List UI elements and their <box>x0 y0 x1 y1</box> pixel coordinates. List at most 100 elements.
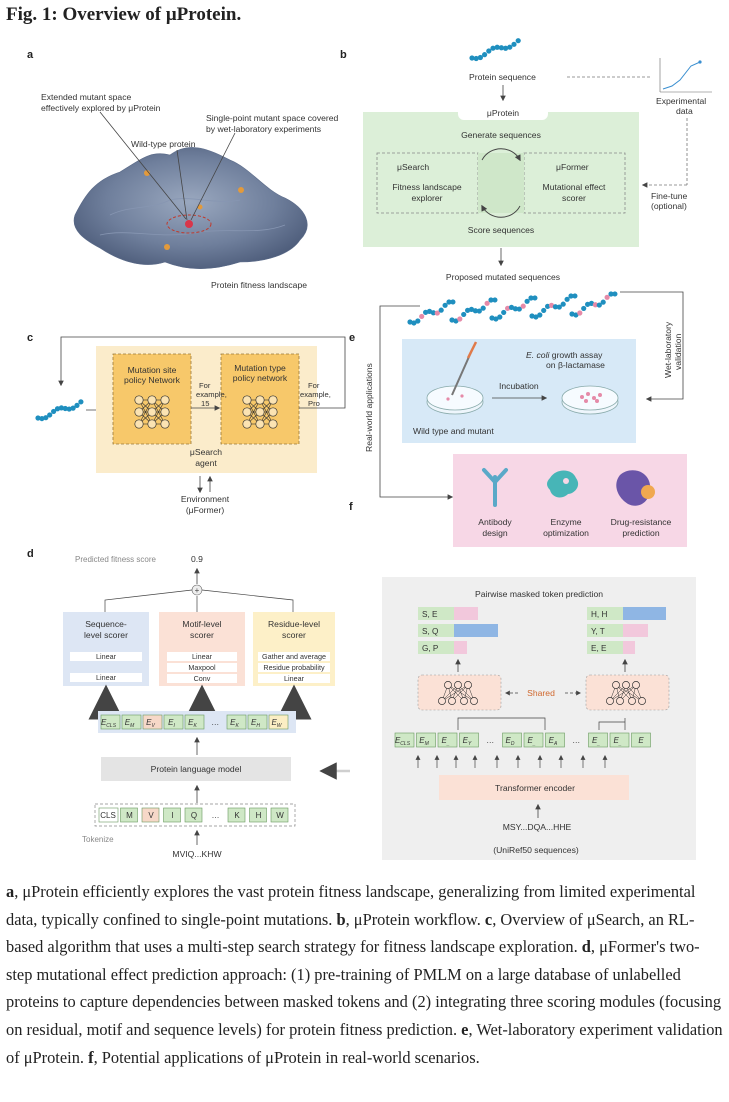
residue-bead <box>490 45 496 51</box>
label-env-line2: (μFormer) <box>186 505 225 515</box>
panel-d-left: Predicted fitness score 0.9 + Sequence- … <box>63 554 350 859</box>
scorer-op-label: Gather and average <box>262 652 326 661</box>
applications-box <box>453 454 687 547</box>
panel-d-right: Pairwise masked token prediction S, ES, … <box>382 577 696 860</box>
residue-bead <box>515 38 521 44</box>
residue-bead <box>577 310 583 316</box>
residue-bead <box>489 315 495 321</box>
label-uformer-line1: Mutational effect <box>543 182 607 192</box>
token-label: E_ <box>613 736 621 747</box>
label-usearch: μSearch <box>397 162 429 172</box>
pair-label: G, P <box>422 644 439 653</box>
residue-bead <box>507 44 513 50</box>
residue-bead <box>469 55 475 61</box>
residue-bead <box>468 306 475 312</box>
label-tokenize: Tokenize <box>82 835 114 844</box>
prediction-head-right <box>585 674 670 711</box>
residue-bead <box>492 297 498 303</box>
panel-label-a: a <box>27 49 34 61</box>
residue-bead <box>484 300 490 306</box>
label-shared: Shared <box>527 688 555 698</box>
residue-bead <box>588 300 595 306</box>
scorer-op-label: Linear <box>192 652 213 661</box>
residue-bead <box>608 291 614 297</box>
residue-bead <box>600 299 606 305</box>
token-label: H <box>256 811 262 820</box>
label-enzyme-line2: optimization <box>543 528 589 538</box>
neural-network-icon <box>242 395 278 429</box>
residue-bead <box>47 412 53 418</box>
token-label: ECLS <box>395 736 411 747</box>
residue-bead <box>450 299 456 305</box>
experimental-data-chart <box>659 58 712 93</box>
residue-bead <box>581 305 587 312</box>
residue-bead <box>419 313 425 320</box>
residue-bead <box>592 302 599 308</box>
token-label: EM <box>125 718 135 729</box>
pair-predictions-left: S, ES, QG, P <box>418 607 498 654</box>
label-experimental-line1: Experimental <box>656 96 706 106</box>
label-single-line2: by wet-laboratory experiments <box>206 124 321 134</box>
protein-chain <box>469 38 521 62</box>
label-wild-mutant: Wild type and mutant <box>413 426 494 436</box>
residue-bead <box>604 294 610 300</box>
caption-text-a: , μProtein efficiently explores the vast… <box>6 882 696 929</box>
residue-bead <box>453 318 459 324</box>
usearch-box <box>376 152 479 214</box>
drug-icon <box>616 470 655 506</box>
residue-bead <box>78 399 84 405</box>
enzyme-icon <box>547 470 579 498</box>
residue-bead <box>596 302 602 308</box>
label-finetune-line1: Fine-tune <box>651 191 688 201</box>
figure-diagram: a b c e f d Extended mutant space effect… <box>27 38 712 860</box>
residue-bead <box>533 314 539 320</box>
token-label: EK <box>188 718 197 729</box>
label-msy: MSY...DQA...HHE <box>503 822 572 832</box>
residue-bead <box>503 45 509 51</box>
label-finetune-line2: (optional) <box>651 201 687 211</box>
label-experimental-line2: data <box>676 106 693 116</box>
label-seq-line2: level scorer <box>84 630 128 640</box>
residue-bead <box>457 316 463 322</box>
residue-bead <box>58 405 64 411</box>
panel-c: Mutation site policy Network Mutation ty… <box>35 336 346 515</box>
label-predicted: Predicted fitness score <box>75 555 156 564</box>
residue-bead <box>486 48 492 54</box>
residue-bead <box>434 310 440 316</box>
label-uniref: (UniRef50 sequences) <box>493 845 579 855</box>
scorer-op-label: Linear <box>96 652 117 661</box>
label-usearch-line2: explorer <box>411 193 442 203</box>
residue-bead <box>560 301 566 307</box>
residue-bead <box>612 291 618 297</box>
residue-bead <box>529 313 535 319</box>
residue-bead <box>548 302 555 308</box>
residue-bead <box>430 310 436 316</box>
residue-bead <box>537 312 543 318</box>
petri-dish <box>426 341 484 415</box>
token-label: EY <box>463 736 472 747</box>
residue-bead <box>461 311 467 318</box>
token-label: K <box>234 811 240 820</box>
residue-bead <box>585 301 591 307</box>
residue-bead <box>70 405 76 411</box>
scorer-op-label: Residue probability <box>263 663 325 672</box>
token-label: … <box>212 811 220 820</box>
pair-label: S, E <box>422 610 438 619</box>
panel-label-c: c <box>27 332 33 344</box>
caption-label-c: c <box>484 909 493 929</box>
label-type-line1: Mutation type <box>234 363 286 373</box>
residue-bead <box>545 303 551 309</box>
residue-bead <box>423 309 429 315</box>
token-label: E <box>638 736 644 745</box>
residue-bead <box>488 297 494 303</box>
residue-bead <box>497 314 503 320</box>
residue-bead <box>39 415 45 422</box>
residue-bead <box>508 304 515 310</box>
input-token-row <box>94 803 296 827</box>
token-label: EI <box>168 718 175 729</box>
label-ecoli-line2: on β-lactamase <box>546 360 605 370</box>
label-landscape: Protein fitness landscape <box>211 280 307 290</box>
label-proposed: Proposed mutated sequences <box>446 272 560 282</box>
label-res-line2: scorer <box>282 630 306 640</box>
